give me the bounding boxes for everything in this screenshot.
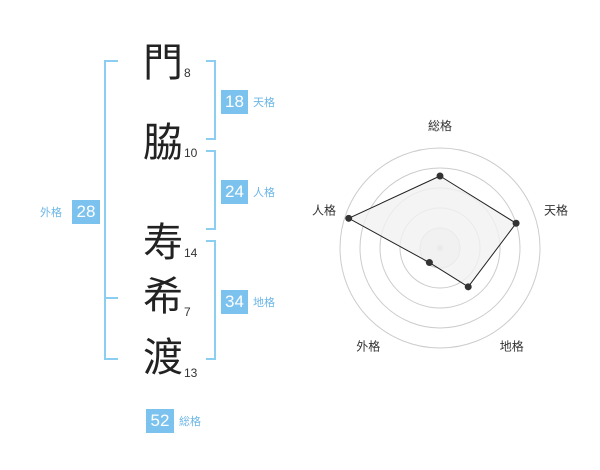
- chikaku-bracket: [206, 240, 216, 360]
- gaikaku-bracket: [104, 60, 118, 360]
- tenkaku-value: 18: [221, 90, 248, 114]
- given-char-3-strokes: 13: [184, 366, 198, 380]
- radar-point-5: [345, 214, 353, 222]
- gaikaku-bracket-divider: [104, 297, 118, 299]
- surname-char-1-strokes: 8: [184, 66, 191, 80]
- given-char-1: 寿: [143, 220, 183, 266]
- radar-point-2: [512, 219, 520, 227]
- gaikaku-label: 外格: [40, 206, 62, 219]
- given-char-2-strokes: 7: [184, 305, 191, 319]
- tenkaku-bracket: [206, 60, 216, 140]
- radar-series: [345, 172, 520, 291]
- radar-axis-label-2: 天格: [544, 202, 568, 217]
- given-char-1-strokes: 14: [184, 246, 198, 260]
- radar-polygon: [347, 175, 517, 288]
- chikaku-value: 34: [221, 290, 248, 314]
- jinkaku-label: 人格: [253, 186, 275, 199]
- gaikaku-value: 28: [72, 200, 100, 224]
- given-char-2: 希: [143, 274, 183, 320]
- radar-axis-label-3: 地格: [500, 339, 524, 354]
- radar-grid-ring: [339, 147, 541, 349]
- radar-axis-label-4: 外格: [356, 339, 380, 354]
- radar-point-1: [436, 172, 444, 180]
- tenkaku-label: 天格: [253, 96, 275, 109]
- radar-point-4: [425, 259, 433, 267]
- radar-point-3: [464, 283, 472, 291]
- radar-grid-ring: [359, 167, 521, 329]
- jinkaku-value: 24: [221, 180, 248, 204]
- given-char-3: 渡: [143, 335, 183, 381]
- surname-char-1: 門: [143, 40, 183, 86]
- radar-axis-label-1: 総格: [428, 118, 452, 133]
- surname-char-2: 脇: [143, 120, 183, 166]
- soukaku-label: 総格: [179, 415, 201, 428]
- jinkaku-bracket: [206, 150, 216, 230]
- soukaku-value: 52: [146, 409, 174, 433]
- radar-axis-label-5: 人格: [312, 202, 336, 217]
- surname-char-2-strokes: 10: [184, 146, 198, 160]
- chikaku-label: 地格: [253, 296, 275, 309]
